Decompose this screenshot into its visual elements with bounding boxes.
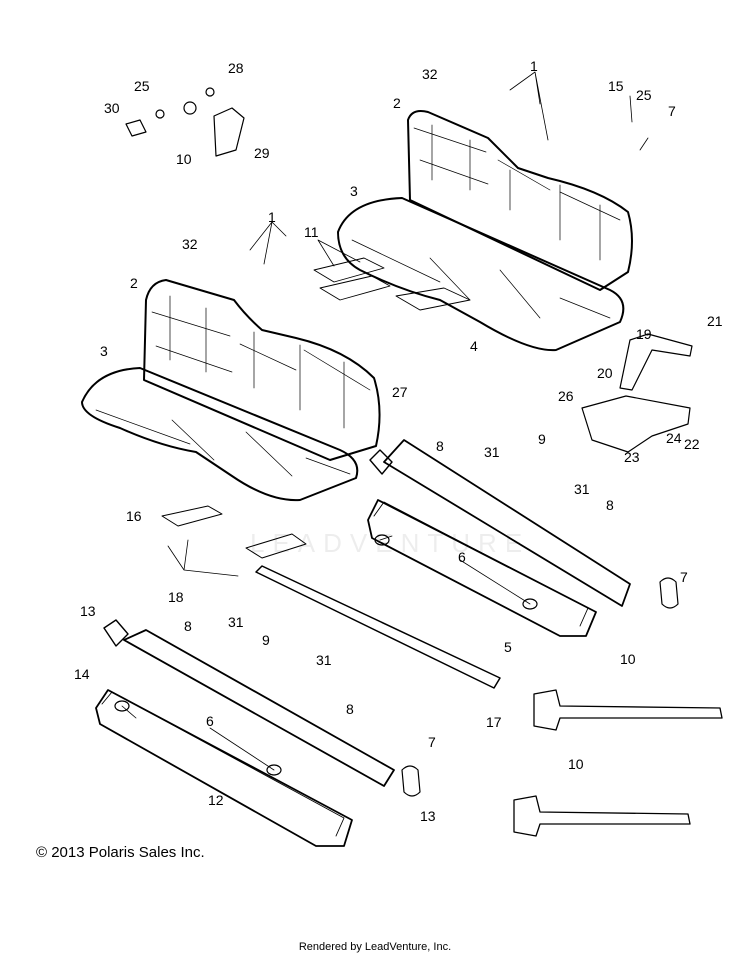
rear-seat-assembly bbox=[337, 110, 633, 352]
callout-1: 1 bbox=[268, 209, 276, 225]
callout-22: 22 bbox=[684, 436, 700, 452]
rear-seat-cushion bbox=[337, 197, 625, 352]
callout-31: 31 bbox=[228, 614, 244, 630]
callout-7: 7 bbox=[668, 103, 676, 119]
callout-24: 24 bbox=[666, 430, 682, 446]
callout-30: 30 bbox=[104, 100, 120, 116]
callout-11: 11 bbox=[304, 224, 319, 240]
mounting-plate bbox=[161, 505, 223, 527]
callout-8: 8 bbox=[184, 618, 192, 634]
callout-16: 16 bbox=[126, 508, 142, 524]
callout-20: 20 bbox=[597, 365, 613, 381]
callout-26: 26 bbox=[558, 388, 574, 404]
watermark: LEADVENTURE bbox=[250, 528, 531, 558]
callout-10: 10 bbox=[568, 756, 584, 772]
callout-5: 5 bbox=[504, 639, 512, 655]
callout-6: 6 bbox=[206, 713, 214, 729]
callout-8: 8 bbox=[436, 438, 444, 454]
callout-4: 4 bbox=[470, 338, 478, 354]
callout-2: 2 bbox=[393, 95, 401, 111]
callout-25: 25 bbox=[636, 87, 652, 103]
seat-belt-assemblies bbox=[513, 689, 723, 837]
callout-7: 7 bbox=[680, 569, 688, 585]
callout-19: 19 bbox=[636, 326, 652, 342]
callout-8: 8 bbox=[346, 701, 354, 717]
callout-23: 23 bbox=[624, 449, 640, 465]
side-bracket bbox=[581, 333, 693, 453]
copyright-notice: © 2013 Polaris Sales Inc. bbox=[36, 844, 205, 861]
callout-13: 13 bbox=[80, 603, 96, 619]
latch-hardware bbox=[125, 87, 245, 157]
callout-29: 29 bbox=[254, 145, 270, 161]
seat-pads bbox=[313, 257, 471, 311]
callout-25: 25 bbox=[134, 78, 150, 94]
callout-12: 12 bbox=[208, 792, 224, 808]
callout-31: 31 bbox=[574, 481, 590, 497]
callout-31: 31 bbox=[316, 652, 332, 668]
front-seat-assembly bbox=[81, 279, 381, 502]
rendered-by-credit: Rendered by LeadVenture, Inc. bbox=[298, 941, 452, 953]
support-tube bbox=[255, 565, 501, 689]
callout-6: 6 bbox=[458, 549, 466, 565]
rear-seat-backrest bbox=[407, 110, 633, 291]
callout-8: 8 bbox=[606, 497, 614, 513]
callout-7: 7 bbox=[428, 734, 436, 750]
callout-18: 18 bbox=[168, 589, 184, 605]
callout-2: 2 bbox=[130, 275, 138, 291]
callout-9: 9 bbox=[538, 431, 546, 447]
callout-21: 21 bbox=[707, 313, 723, 329]
mounting-plate bbox=[245, 533, 307, 559]
callout-14: 14 bbox=[74, 666, 90, 682]
rear-seat-base-frame bbox=[367, 439, 679, 637]
callout-13: 13 bbox=[420, 808, 436, 824]
callout-28: 28 bbox=[228, 60, 244, 76]
callout-labels: 1 32 2 3 15 25 7 28 25 30 10 29 1 11 32 … bbox=[74, 58, 723, 824]
callout-9: 9 bbox=[262, 632, 270, 648]
front-seat-cushion bbox=[81, 367, 359, 502]
callout-32: 32 bbox=[182, 236, 198, 252]
leader-lines bbox=[121, 71, 649, 771]
callout-15: 15 bbox=[608, 78, 624, 94]
callout-3: 3 bbox=[100, 343, 108, 359]
callout-1: 1 bbox=[530, 58, 538, 74]
callout-32: 32 bbox=[422, 66, 438, 82]
callout-3: 3 bbox=[350, 183, 358, 199]
callout-10: 10 bbox=[176, 151, 192, 167]
callout-27: 27 bbox=[392, 384, 408, 400]
callout-31: 31 bbox=[484, 444, 500, 460]
front-seat-backrest bbox=[143, 279, 381, 461]
front-seat-base-frame bbox=[95, 619, 421, 847]
callout-10: 10 bbox=[620, 651, 636, 667]
callout-17: 17 bbox=[486, 714, 502, 730]
